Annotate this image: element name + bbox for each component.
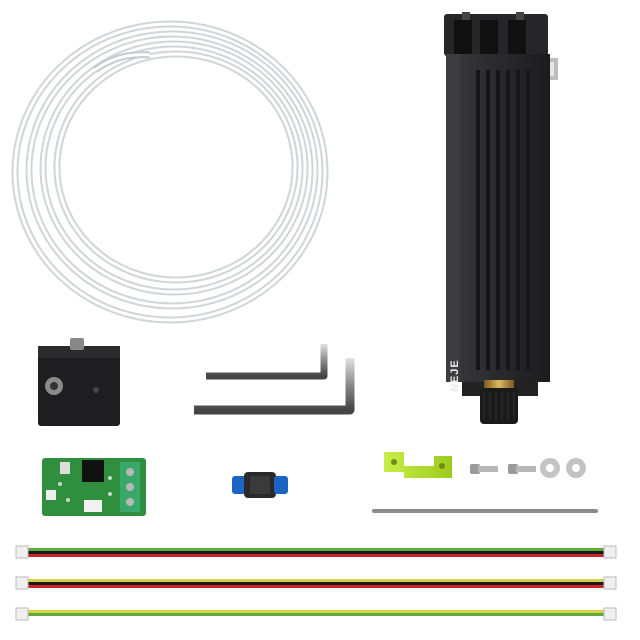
hex-keys <box>194 344 355 415</box>
steel-rod <box>372 509 598 513</box>
cable-2 <box>15 576 617 590</box>
laser-module: NEJE <box>444 12 558 424</box>
push-fit-connector <box>232 472 288 498</box>
mount-block <box>38 338 120 426</box>
air-tube-coil <box>11 20 329 324</box>
laser-module-brand-label: NEJE <box>449 359 461 392</box>
cable-1 <box>15 545 617 559</box>
screws-and-washers <box>470 458 586 478</box>
bracket <box>384 452 452 478</box>
cable-3 <box>15 607 617 621</box>
cables <box>15 545 617 621</box>
driver-board <box>42 458 146 516</box>
